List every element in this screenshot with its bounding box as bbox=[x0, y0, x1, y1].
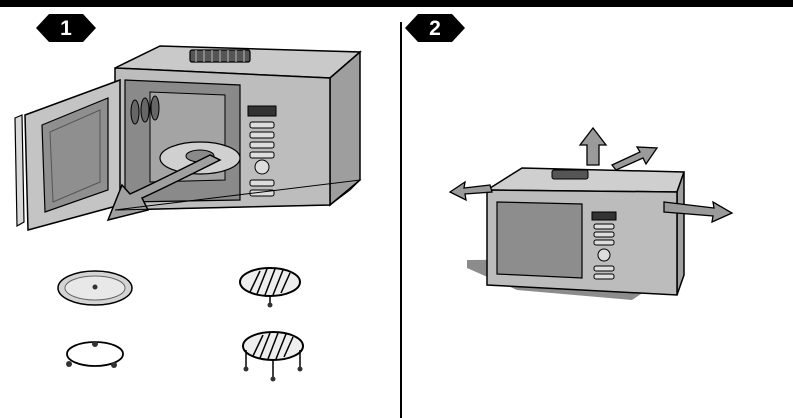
step-1-badge: 1 bbox=[35, 13, 97, 43]
roller-ring-icon bbox=[62, 338, 128, 372]
arrow-up-icon bbox=[580, 128, 606, 165]
arrow-left-icon bbox=[450, 182, 492, 200]
glass-turntable-icon bbox=[55, 268, 135, 308]
step-2-badge: 2 bbox=[404, 13, 466, 43]
arrow-up-right-icon bbox=[612, 147, 657, 170]
top-vent-icon bbox=[190, 50, 250, 62]
step-2-number: 2 bbox=[404, 13, 466, 43]
microwave-side bbox=[677, 172, 684, 295]
cavity-vents bbox=[131, 96, 159, 124]
door-handle-icon bbox=[15, 115, 24, 226]
high-rack-icon bbox=[238, 328, 308, 386]
top-rule bbox=[0, 0, 793, 7]
microwave-open-door-illustration bbox=[0, 40, 400, 250]
microwave-ventilation-illustration bbox=[402, 120, 793, 320]
top-vent-icon bbox=[552, 170, 588, 179]
accessories-group bbox=[0, 250, 400, 390]
low-rack-icon bbox=[235, 264, 305, 308]
step-1-number: 1 bbox=[35, 13, 97, 43]
door-window bbox=[497, 202, 582, 278]
